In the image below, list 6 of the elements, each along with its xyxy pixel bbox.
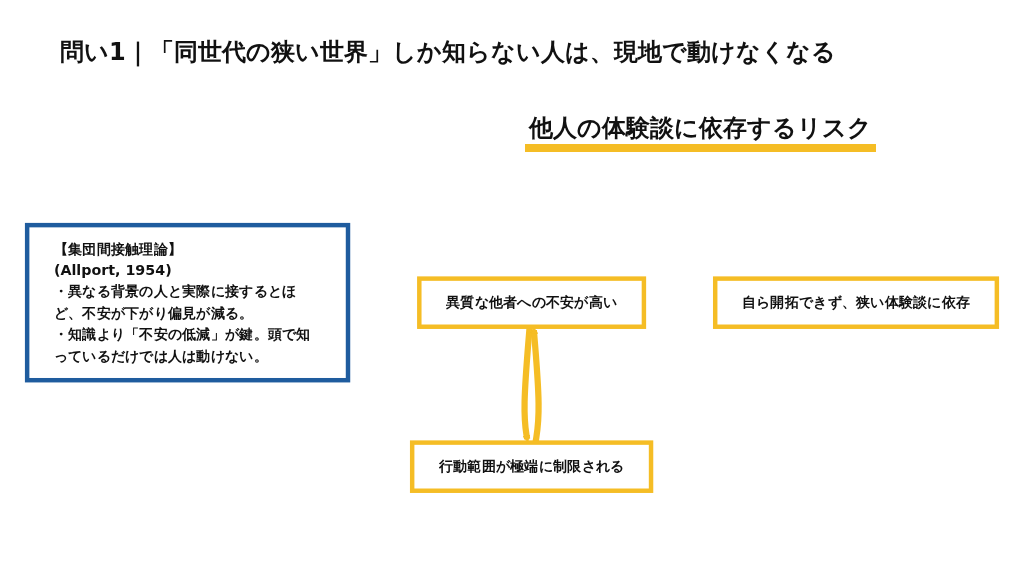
node-box: 【集団間接触理論】 (Allport, 1954) ・異なる背景の人と実際に接するとほど、不安が下がり偏見が減る。 ・知識より「不安の低減」が鍵。頭で知っているだけでは人は動けない。	[24, 222, 351, 382]
node-box: 自ら開拓できず、狭い体験談に依存	[713, 275, 1000, 329]
node-box: 行動範囲が極端に制限される	[409, 439, 654, 493]
page-title: 問い1｜「同世代の狭い世界」しか知らない人は、現地で動けなくなる	[60, 37, 836, 68]
node-box: 異質な他者への不安が高い	[417, 275, 647, 329]
section-heading: 他人の体験談に依存するリスク	[525, 112, 876, 152]
